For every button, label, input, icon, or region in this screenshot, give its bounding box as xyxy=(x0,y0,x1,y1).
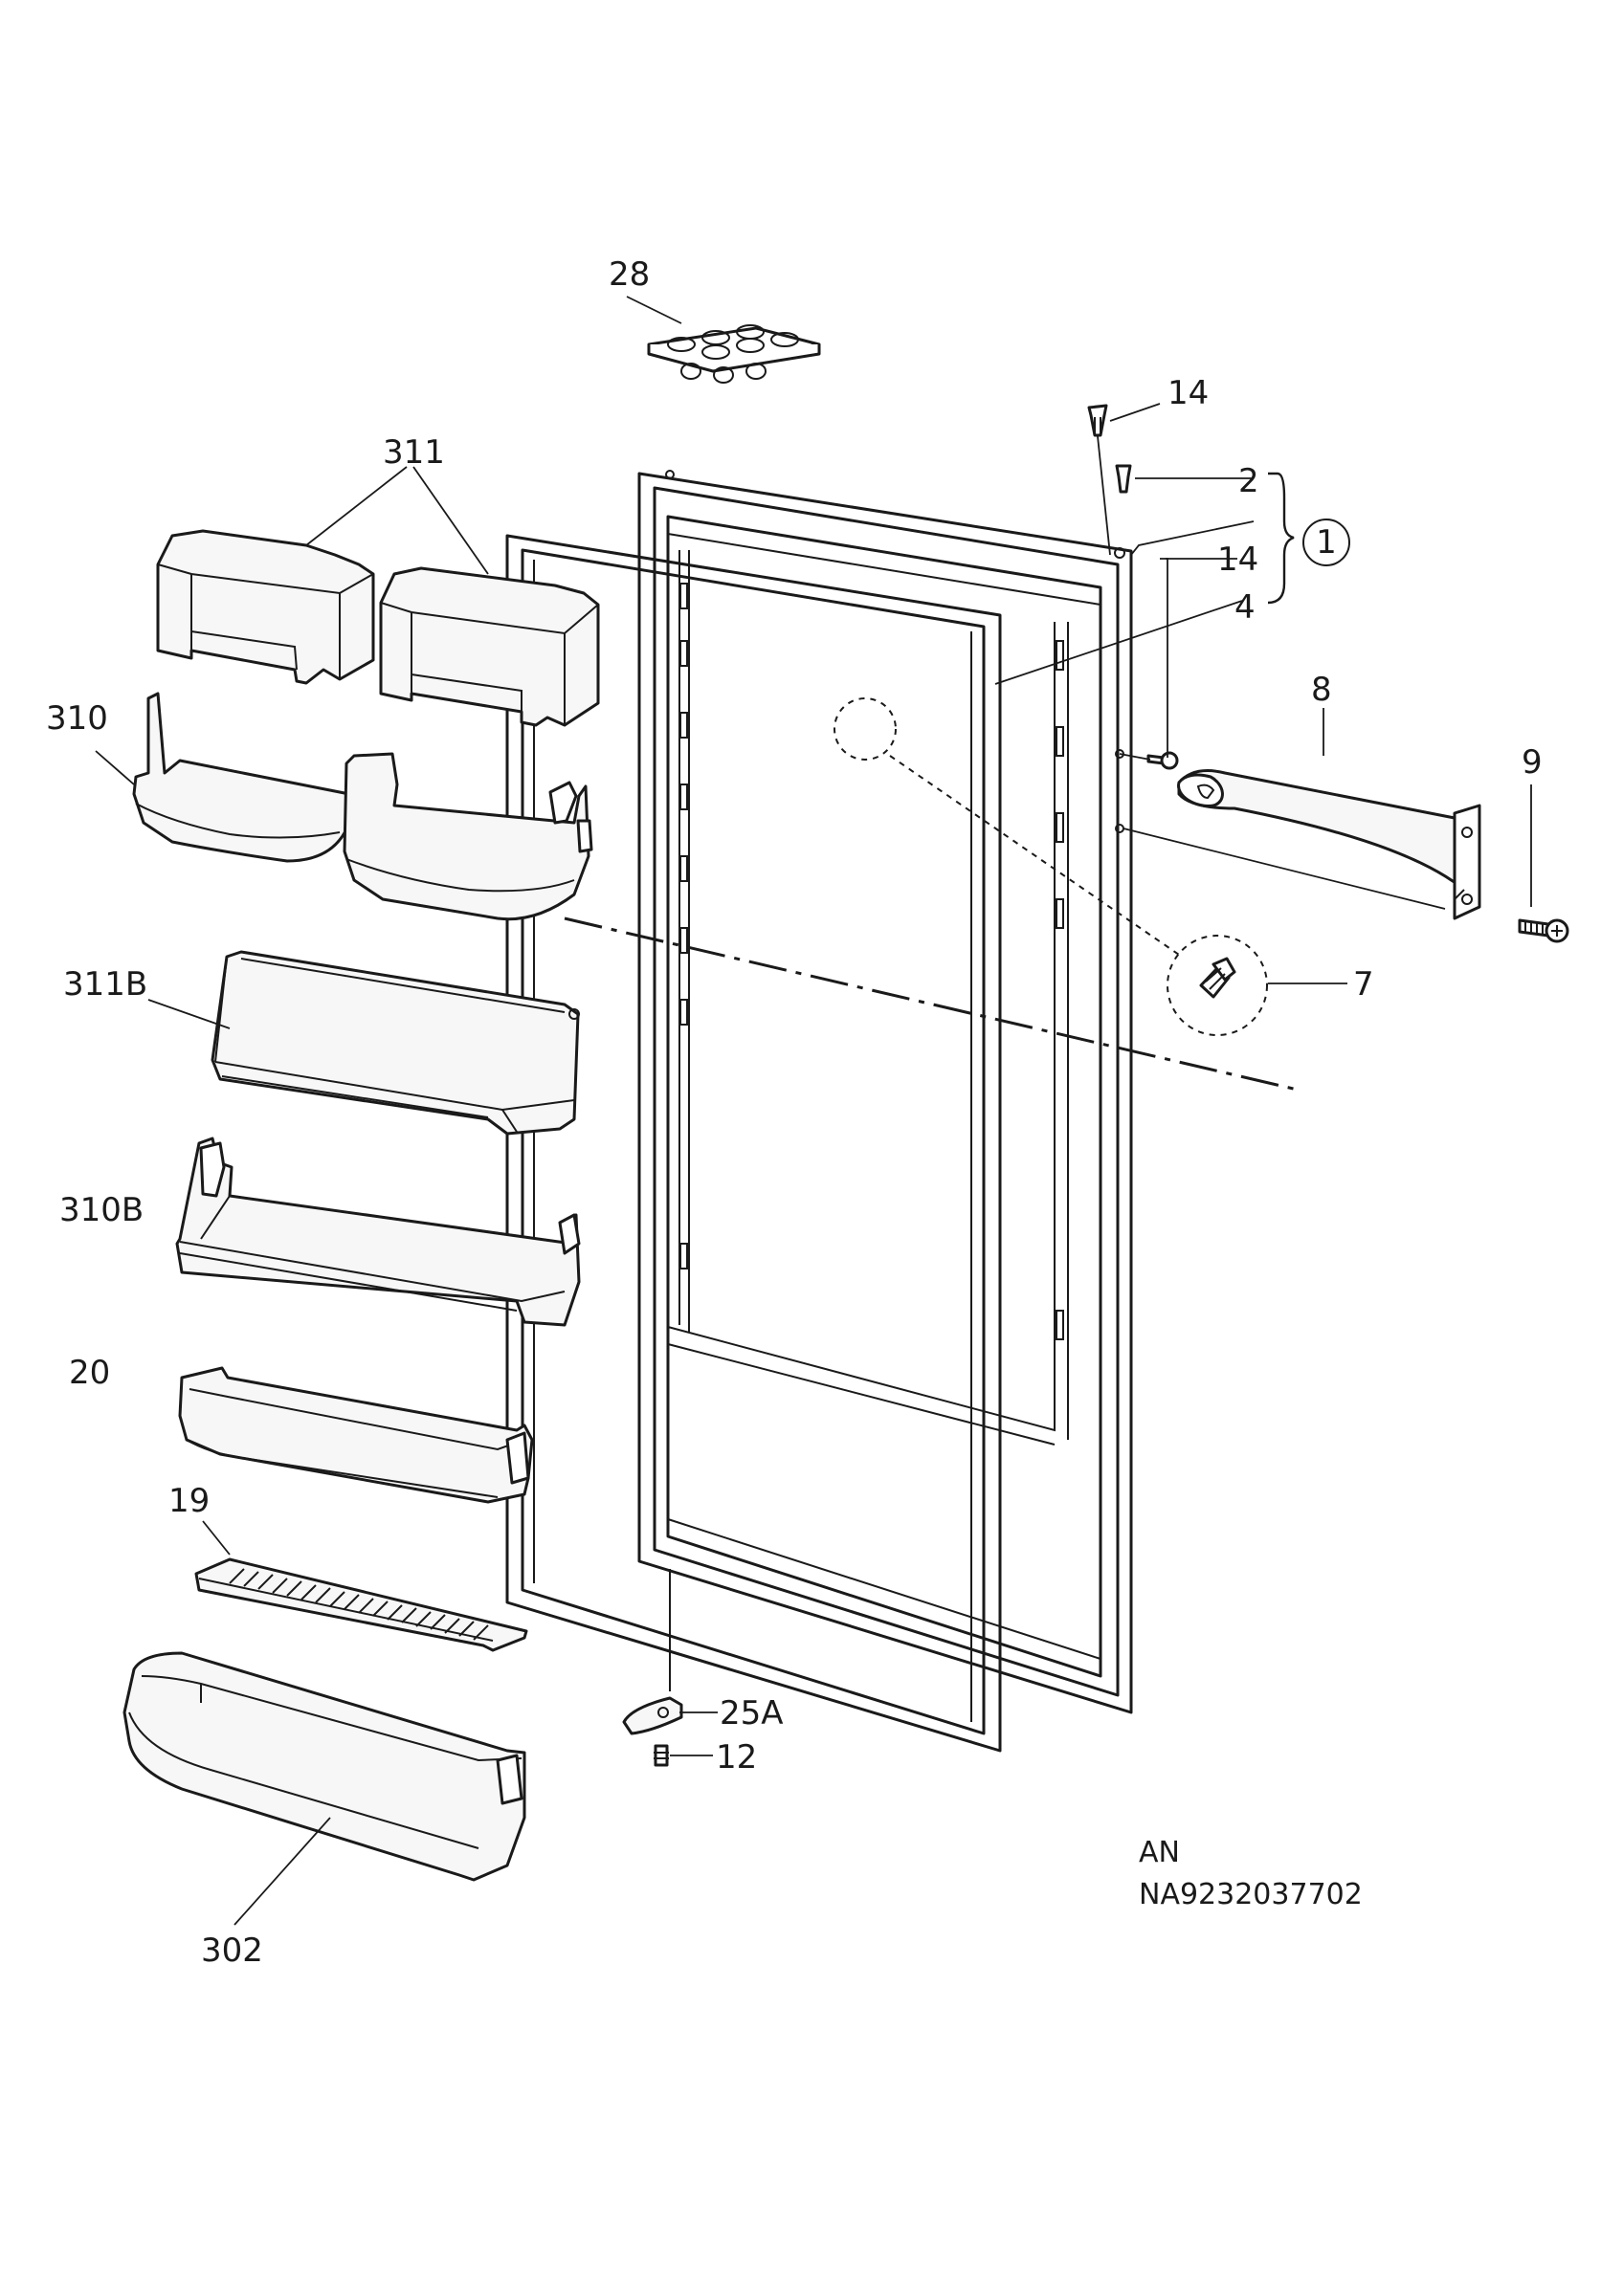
callout-311: 311 xyxy=(383,433,445,472)
bottle-shelf-part xyxy=(178,1366,534,1504)
hinge-bushing-part xyxy=(1115,464,1132,494)
leader-lines xyxy=(95,296,1532,1926)
assembly-callout-circle xyxy=(1302,519,1350,566)
callout-20: 20 xyxy=(69,1354,110,1392)
door-stop-part xyxy=(834,697,1268,1036)
door-shelf-part xyxy=(132,692,593,921)
callout-14-top: 14 xyxy=(1167,374,1209,412)
egg-tray-part xyxy=(647,324,821,384)
callout-1: 1 xyxy=(1316,523,1337,562)
callout-7: 7 xyxy=(1353,965,1374,1004)
door-liner-frame xyxy=(637,472,1133,1714)
door-handle-part xyxy=(1177,769,1481,920)
door-gasket xyxy=(505,534,1002,1753)
dairy-lid-bin-part xyxy=(211,950,580,1136)
dairy-bin-part xyxy=(379,566,600,727)
assembly-axis-line xyxy=(564,916,1302,1093)
diagram-code-number: NA9232037702 xyxy=(1139,1878,1363,1911)
handle-screw-part xyxy=(1518,918,1569,943)
callout-302: 302 xyxy=(201,1932,263,1970)
callout-12: 12 xyxy=(716,1738,757,1777)
handle-bolt-part xyxy=(1146,751,1179,770)
callout-9: 9 xyxy=(1522,743,1543,782)
callout-19: 19 xyxy=(168,1482,210,1520)
callout-311B: 311B xyxy=(63,965,147,1004)
callout-4: 4 xyxy=(1234,588,1256,627)
dairy-bin-part xyxy=(156,529,375,685)
callout-310: 310 xyxy=(46,699,108,738)
callout-2: 2 xyxy=(1238,462,1259,500)
bottom-hinge-part xyxy=(622,1696,683,1735)
hinge-hole xyxy=(665,470,675,479)
hinge-hole xyxy=(1114,547,1125,559)
callout-28: 28 xyxy=(609,255,650,294)
callout-310B: 310B xyxy=(59,1191,144,1229)
shelf-grille-part xyxy=(194,1557,528,1652)
callout-25A: 25A xyxy=(720,1694,784,1733)
callout-14-handle: 14 xyxy=(1217,541,1258,579)
grille-slats xyxy=(229,1568,489,1641)
bottle-bin-part xyxy=(122,1651,526,1882)
diagram-code-prefix: AN xyxy=(1139,1836,1180,1869)
hinge-screw-part xyxy=(654,1744,669,1767)
long-door-shelf-part xyxy=(175,1137,581,1327)
callout-8: 8 xyxy=(1311,671,1332,709)
hinge-pin-part xyxy=(1087,404,1108,437)
door-rail-slots xyxy=(679,583,1064,1340)
